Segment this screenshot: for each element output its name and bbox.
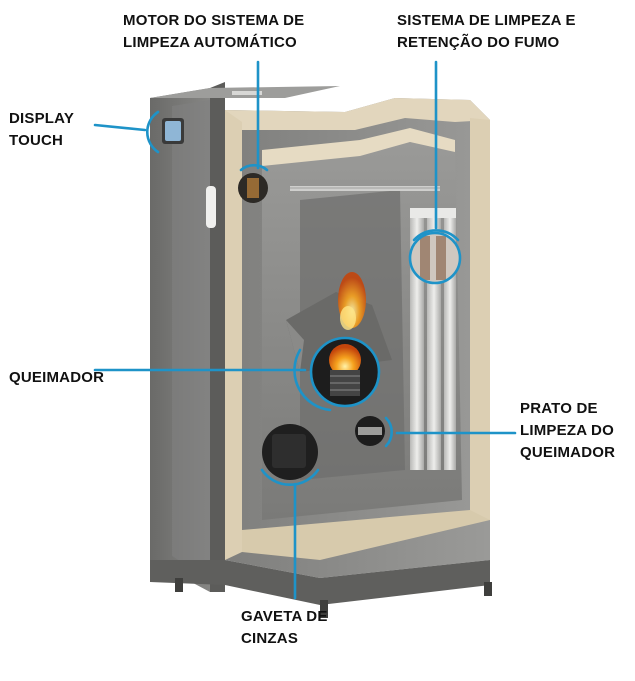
insulation-bottom [242, 510, 490, 560]
label-prato-limpeza: PRATO DE LIMPEZA DO QUEIMADOR [520, 400, 616, 461]
front-door [172, 100, 210, 580]
arc-limpeza [412, 229, 460, 242]
label-queimador: QUEIMADOR [9, 369, 105, 386]
burner-lip [286, 320, 304, 372]
base-plate [150, 560, 490, 605]
door-handle [206, 186, 216, 228]
arc-motor [239, 163, 269, 172]
label-gaveta-cinzas: GAVETA DE CINZAS [241, 608, 328, 647]
ring-limpeza [408, 231, 462, 285]
foot-center [320, 600, 328, 618]
arc-gaveta [260, 468, 320, 487]
ring-queimador [309, 336, 381, 408]
leader-display [93, 123, 147, 132]
top-slot [232, 91, 262, 95]
arc-queimador [293, 348, 332, 412]
label-motor-sistema-limpeza: MOTOR DO SISTEMA DE LIMPEZA AUTOMÁTICO [123, 12, 305, 51]
insulation-left [225, 110, 242, 560]
label-display-touch: DISPLAY TOUCH [9, 110, 75, 149]
foot-left [175, 578, 183, 592]
foot-right [484, 582, 492, 596]
arc-display [145, 110, 160, 154]
insulation-top [225, 98, 490, 130]
callout-lines [93, 60, 517, 600]
inner-top-band [262, 128, 455, 166]
label-sistema-limpeza-fumo: SISTEMA DE LIMPEZA E RETENÇÃO DO FUMO [397, 12, 576, 51]
arc-prato [384, 416, 393, 448]
insulation-right [470, 118, 490, 520]
callout-details [162, 118, 460, 480]
front-panel [210, 82, 225, 592]
